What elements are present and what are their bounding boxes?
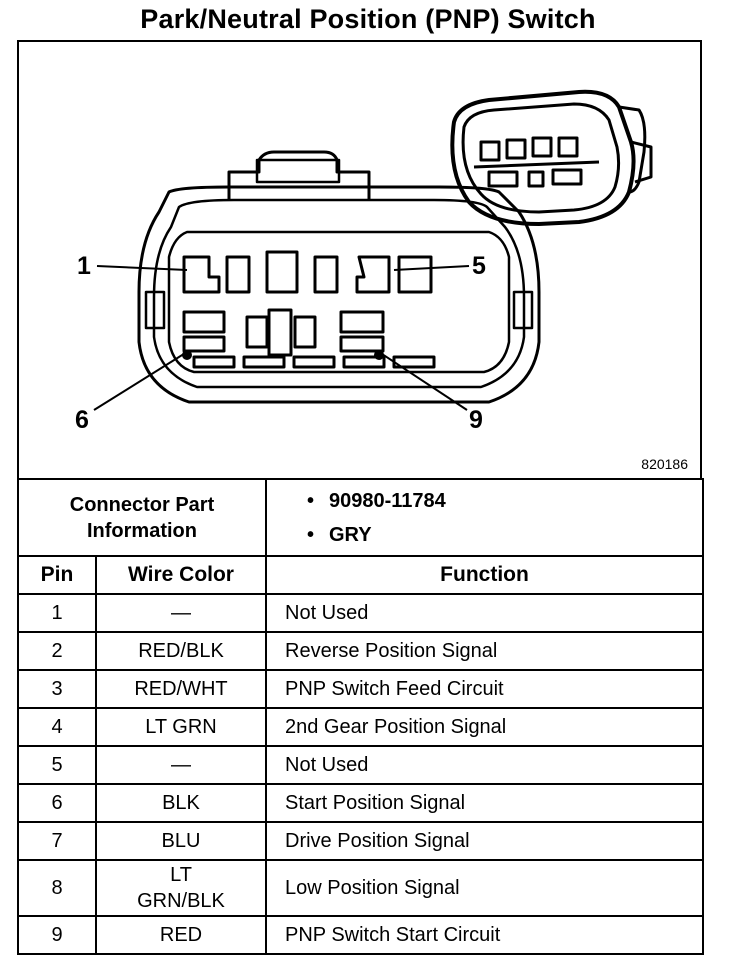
header-pin: Pin [17, 555, 97, 595]
table-row: 8 LT GRN/BLK Low Position Signal [17, 859, 704, 917]
connector-info-row: Connector Part Information •90980-11784 … [17, 478, 704, 557]
connector-diagram: 1 5 6 9 820186 [17, 40, 702, 480]
connector-inner-shell [152, 198, 526, 389]
table-row: 4 LT GRN 2nd Gear Position Signal [17, 707, 704, 747]
table-row: 3 RED/WHT PNP Switch Feed Circuit [17, 669, 704, 709]
pin-callout-1: 1 [77, 252, 91, 280]
connector-info-values: •90980-11784 •GRY [265, 478, 704, 557]
pinout-table: Connector Part Information •90980-11784 … [17, 478, 704, 955]
table-row: 1 — Not Used [17, 593, 704, 633]
table-header-row: Pin Wire Color Function [17, 555, 704, 595]
page-title: Park/Neutral Position (PNP) Switch [140, 4, 596, 34]
connector-outer-shell [137, 185, 541, 404]
header-function: Function [265, 555, 704, 595]
table-row: 7 BLU Drive Position Signal [17, 821, 704, 861]
connector-info-label: Connector Part Information [17, 478, 267, 557]
part-number: •90980-11784 [307, 489, 446, 512]
table-row: 6 BLK Start Position Signal [17, 783, 704, 823]
table-row: 5 — Not Used [17, 745, 704, 785]
pin-callout-5: 5 [472, 252, 486, 280]
pin-callout-9: 9 [469, 406, 483, 434]
connector-drawing: 1 5 6 9 [75, 89, 653, 434]
connector-color: •GRY [307, 523, 372, 546]
connector-perspective-view [450, 89, 653, 226]
figure-number: 820186 [641, 456, 688, 472]
leader-line-pin-6 [93, 351, 188, 411]
pin-callout-6: 6 [75, 406, 89, 434]
leader-line-pin-1 [96, 265, 188, 271]
leader-line-pin-5 [393, 265, 470, 271]
leader-line-pin-9 [378, 351, 468, 411]
header-wire-color: Wire Color [95, 555, 267, 595]
table-row: 2 RED/BLK Reverse Position Signal [17, 631, 704, 671]
table-row: 9 RED PNP Switch Start Circuit [17, 915, 704, 955]
